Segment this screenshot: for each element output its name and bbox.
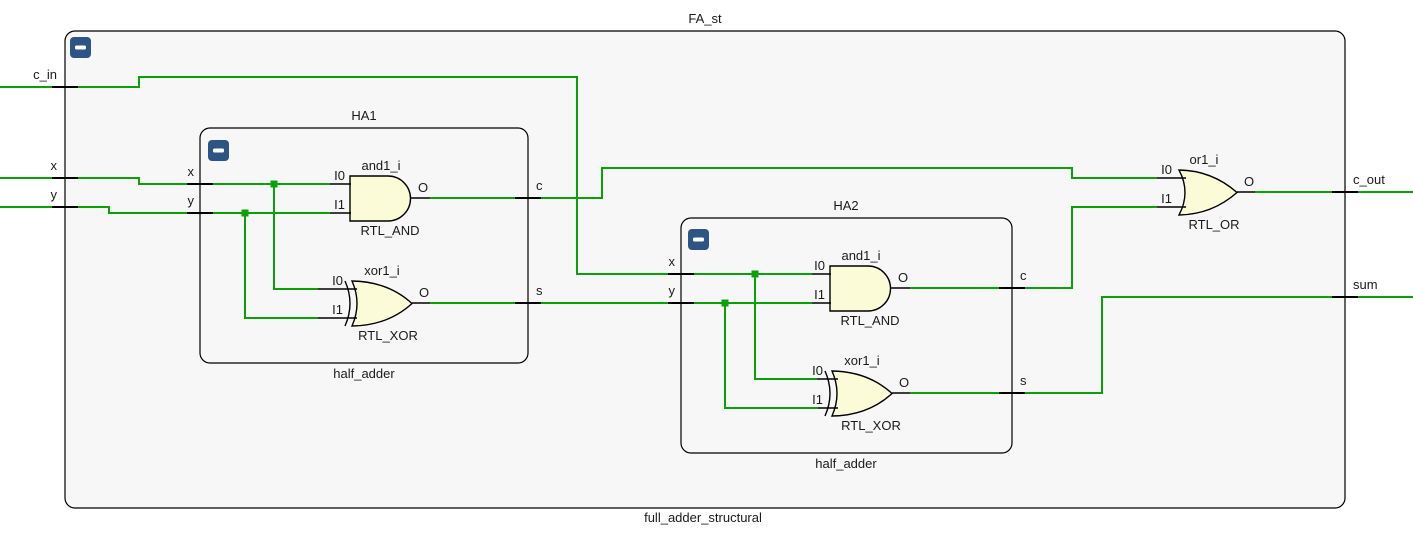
instance-title-ha2: HA2 bbox=[833, 198, 858, 213]
net-ha2-c[interactable] bbox=[890, 206, 1187, 289]
net-c-in-wire[interactable] bbox=[0, 76, 812, 275]
ha2-and-pin-o: O bbox=[898, 270, 908, 285]
or1-name: or1_i bbox=[1190, 152, 1219, 167]
net-junction[interactable] bbox=[751, 270, 759, 278]
ha1-port-label-s: s bbox=[536, 283, 543, 298]
module-box-ha1[interactable] bbox=[199, 127, 529, 364]
port-label-y: y bbox=[51, 187, 58, 202]
ha2-port-label-c: c bbox=[1020, 268, 1027, 283]
port-label-c-in: c_in bbox=[33, 67, 57, 82]
xor-gate-back-arc bbox=[344, 280, 351, 327]
port-label-c-out: c_out bbox=[1353, 172, 1385, 187]
module-footer-fa-st: full_adder_structural bbox=[644, 510, 762, 525]
xor-gate-shape[interactable] bbox=[350, 280, 414, 327]
ha2-xor-type: RTL_XOR bbox=[841, 418, 901, 433]
ha1-and-pin-o: O bbox=[418, 180, 428, 195]
xor-gate-shape[interactable] bbox=[830, 370, 894, 417]
net-ha1-c-wire[interactable] bbox=[430, 167, 1157, 199]
port-label-x: x bbox=[51, 158, 58, 173]
net-y-branch-wire[interactable] bbox=[244, 213, 318, 319]
gate-ha2-xor[interactable] bbox=[824, 370, 894, 417]
instance-footer-ha1: half_adder bbox=[333, 366, 395, 381]
collapse-minus-icon bbox=[693, 237, 704, 242]
net-c-in-branch-wire[interactable] bbox=[754, 274, 817, 380]
collapse-button-ha2[interactable] bbox=[688, 229, 709, 250]
gate-ha2-and[interactable] bbox=[829, 265, 892, 312]
net-x-branch-wire[interactable] bbox=[273, 184, 318, 290]
ha1-port-label-c: c bbox=[536, 178, 543, 193]
ha1-xor-pin-i0: I0 bbox=[332, 273, 343, 288]
net-x[interactable] bbox=[0, 177, 357, 290]
ha2-and-name: and1_i bbox=[841, 248, 880, 263]
net-ha1-c[interactable] bbox=[410, 167, 1187, 199]
and-gate-shape[interactable] bbox=[829, 265, 892, 312]
module-title-fa-st: FA_st bbox=[688, 11, 722, 26]
ha1-port-label-x: x bbox=[188, 164, 195, 179]
net-ha1-s[interactable] bbox=[412, 299, 838, 409]
collapse-minus-icon bbox=[213, 148, 224, 153]
gate-ha1-xor[interactable] bbox=[344, 280, 414, 327]
ha2-xor-pin-i0: I0 bbox=[812, 363, 823, 378]
or-gate-shape[interactable] bbox=[1177, 169, 1239, 216]
ha2-xor-pin-o: O bbox=[899, 375, 909, 390]
net-c-in[interactable] bbox=[0, 76, 838, 380]
net-ha1-s-branch-wire[interactable] bbox=[724, 303, 818, 409]
ha1-xor-pin-o: O bbox=[419, 285, 429, 300]
xor-gate-back-arc bbox=[824, 370, 831, 417]
ha2-port-label-s: s bbox=[1020, 373, 1027, 388]
ha2-and-type: RTL_AND bbox=[840, 313, 899, 328]
gate-ha1-and[interactable] bbox=[349, 175, 412, 222]
ha2-xor-name: xor1_i bbox=[844, 353, 880, 368]
ha1-and-pin-i1: I1 bbox=[334, 197, 345, 212]
ha1-xor-name: xor1_i bbox=[364, 263, 400, 278]
ha1-xor-pin-i1: I1 bbox=[332, 302, 343, 317]
net-y[interactable] bbox=[0, 206, 357, 319]
instance-footer-ha2: half_adder bbox=[815, 456, 877, 471]
ha2-and-pin-i0: I0 bbox=[814, 258, 825, 273]
or1-pin-o: O bbox=[1244, 174, 1254, 189]
or1-pin-i1: I1 bbox=[1161, 191, 1172, 206]
or1-pin-i0: I0 bbox=[1161, 162, 1172, 177]
ha2-port-label-y: y bbox=[669, 283, 676, 298]
collapse-minus-icon bbox=[75, 45, 86, 50]
net-junction[interactable] bbox=[241, 209, 249, 217]
net-junction[interactable] bbox=[270, 180, 278, 188]
ha1-and-name: and1_i bbox=[361, 158, 400, 173]
net-ha2-c-wire[interactable] bbox=[910, 206, 1157, 289]
ha1-and-type: RTL_AND bbox=[360, 223, 419, 238]
collapse-button-ha1[interactable] bbox=[208, 140, 229, 161]
ha2-port-label-x: x bbox=[669, 254, 676, 269]
ha2-xor-pin-i1: I1 bbox=[812, 392, 823, 407]
port-label-sum: sum bbox=[1353, 277, 1378, 292]
and-gate-shape[interactable] bbox=[349, 175, 412, 222]
ha1-xor-type: RTL_XOR bbox=[358, 328, 418, 343]
collapse-button-fa-st[interactable] bbox=[70, 37, 91, 58]
net-ha2-s-sum[interactable] bbox=[892, 296, 1413, 394]
or1-type: RTL_OR bbox=[1188, 217, 1239, 232]
ha1-port-label-y: y bbox=[188, 193, 195, 208]
instance-title-ha1: HA1 bbox=[351, 108, 376, 123]
ha2-and-pin-i1: I1 bbox=[814, 287, 825, 302]
ha1-and-pin-i0: I0 bbox=[334, 168, 345, 183]
gate-or1[interactable] bbox=[1177, 169, 1239, 216]
module-box-ha2[interactable] bbox=[680, 217, 1013, 454]
net-junction[interactable] bbox=[721, 299, 729, 307]
